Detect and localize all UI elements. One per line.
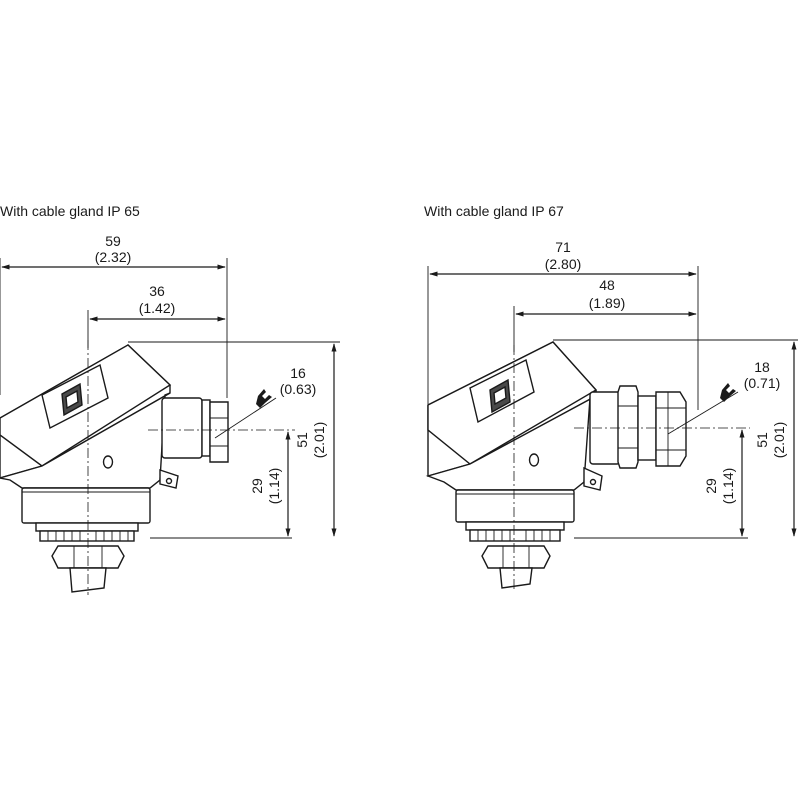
- wrench-icon: [720, 383, 736, 402]
- left-wrench-value: 16: [290, 365, 306, 381]
- left-dim-axis-inch: (1.42): [139, 300, 176, 316]
- left-dim-total-height-inch: (2.01): [311, 422, 327, 459]
- right-dim-total-width: 71 (2.80): [427, 239, 699, 410]
- left-cable-gland: [161, 397, 229, 463]
- left-dim-total-width: 59 (2.32): [0, 233, 228, 398]
- right-view-title: With cable gland IP 67: [424, 203, 564, 219]
- left-wrench-size: 16 (0.63): [214, 365, 317, 439]
- right-wrench-size: 18 (0.71): [667, 359, 781, 435]
- left-dim-total-width-inch: (2.32): [95, 249, 132, 265]
- right-dim-total-height-inch: (2.01): [771, 422, 787, 459]
- right-dim-total-width-inch: (2.80): [545, 256, 582, 272]
- right-dim-gland-height: 29 (1.14): [574, 429, 748, 539]
- right-wrench-inch: (0.71): [744, 375, 781, 391]
- left-dim-total-height: 51 (2.01): [128, 341, 340, 537]
- wrench-icon: [256, 389, 272, 408]
- right-view: With cable gland IP 67 71 (2.80) 48 (1.8…: [424, 203, 798, 590]
- left-dim-gland-height-inch: (1.14): [266, 468, 282, 505]
- right-wrench-value: 18: [754, 359, 770, 375]
- left-view: With cable gland IP 65 59 (2.32) 36 (1.4…: [0, 203, 340, 595]
- right-connection-head: [425, 341, 603, 589]
- left-dim-axis-to-gland: 36 (1.42): [87, 283, 226, 348]
- right-cable-gland: [589, 385, 687, 469]
- right-dim-gland-height-value: 29: [703, 478, 719, 494]
- left-dim-axis-value: 36: [149, 283, 165, 299]
- right-dim-gland-height-inch: (1.14): [720, 468, 736, 505]
- right-dim-axis-value: 48: [599, 277, 615, 293]
- right-dim-axis-inch: (1.89): [589, 295, 626, 311]
- right-dim-total-height: 51 (2.01): [553, 339, 798, 537]
- right-dim-axis-to-gland: 48 (1.89): [513, 277, 697, 352]
- left-dim-gland-height: 29 (1.14): [150, 431, 292, 539]
- left-connection-head: [0, 344, 179, 593]
- left-dim-total-width-value: 59: [105, 233, 121, 249]
- left-dim-total-height-value: 51: [294, 432, 310, 448]
- left-view-title: With cable gland IP 65: [0, 203, 140, 219]
- left-dim-gland-height-value: 29: [249, 478, 265, 494]
- left-wrench-inch: (0.63): [280, 381, 317, 397]
- right-dim-total-width-value: 71: [555, 239, 571, 255]
- right-dim-total-height-value: 51: [754, 432, 770, 448]
